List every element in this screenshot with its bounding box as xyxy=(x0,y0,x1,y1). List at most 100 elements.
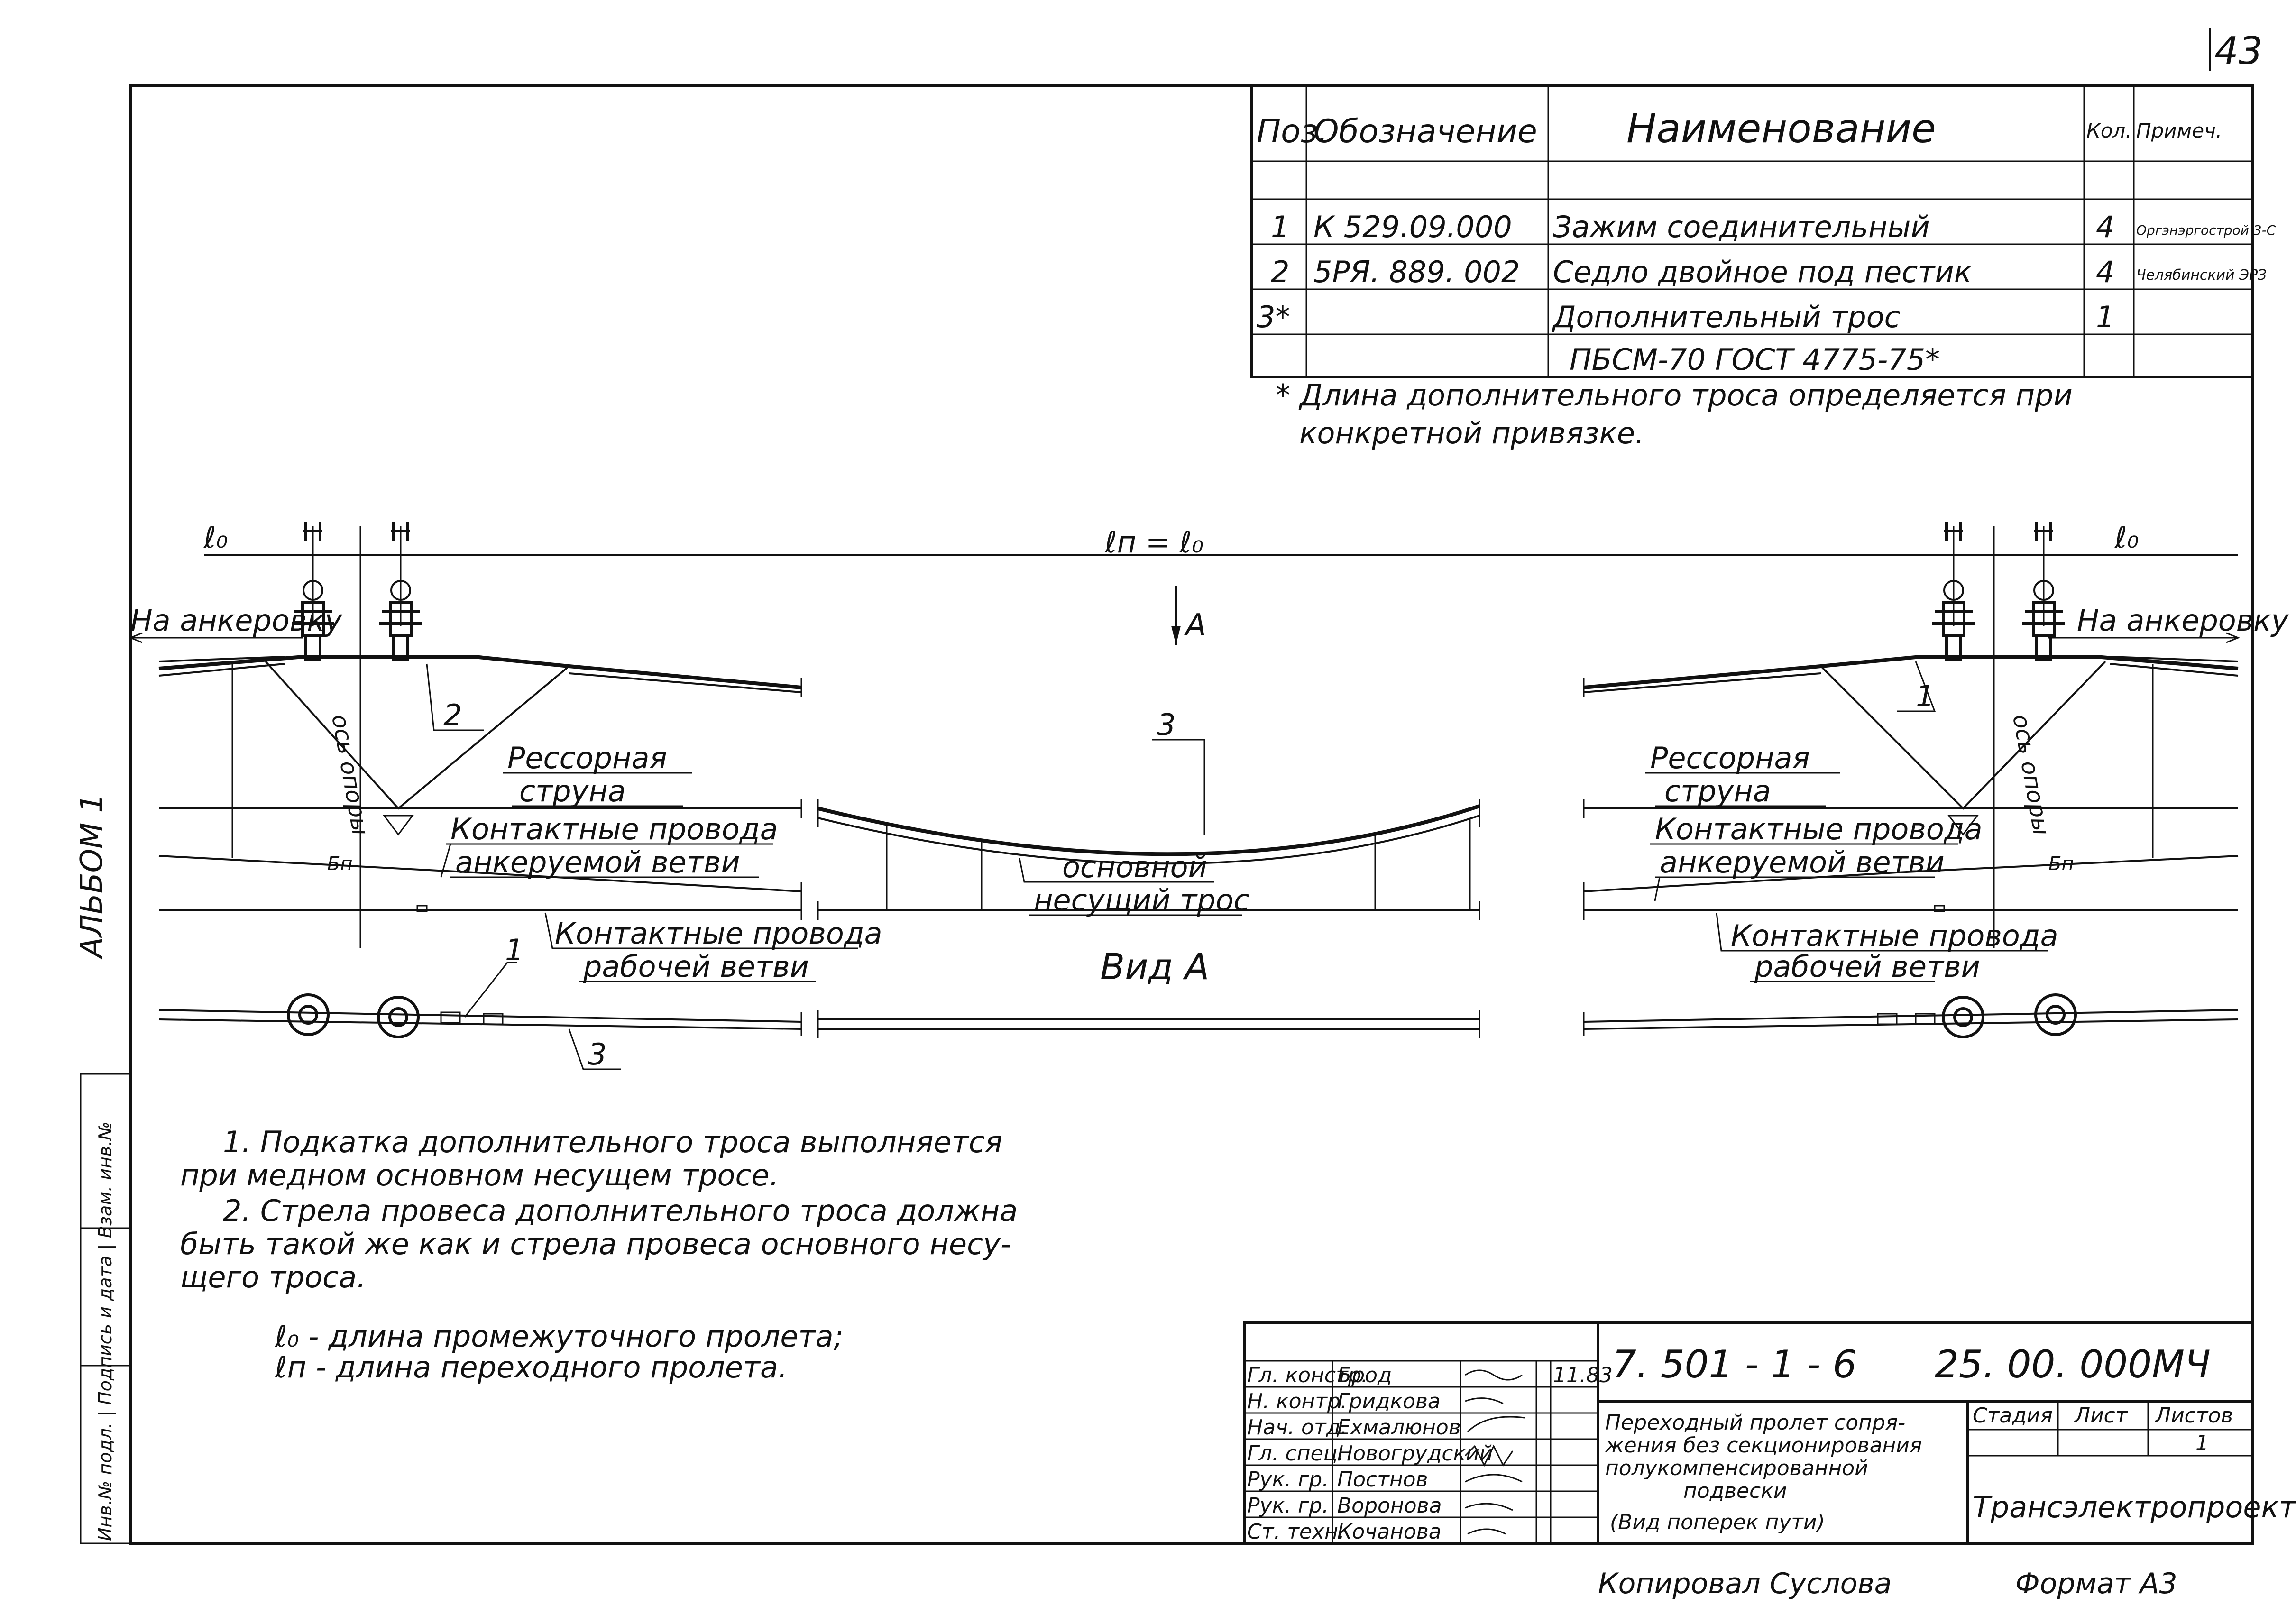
note-line-5: щего троса. xyxy=(180,1260,366,1294)
label-ln-eq: ℓп = ℓ₀ xyxy=(1104,525,1203,560)
tb-name-1: Брод xyxy=(1337,1363,1392,1387)
label-main-cable-1: основной xyxy=(1062,850,1207,884)
tb-name-3: Ехмалюнов xyxy=(1337,1415,1461,1440)
note-line-1: 1. Подкатка дополнительного троса выполн… xyxy=(223,1125,1002,1159)
tb-org: Трансэлектропроект xyxy=(1973,1490,2296,1524)
center-assembly xyxy=(817,799,1480,1038)
view-arrow-label: А xyxy=(1184,608,1206,643)
tb-role-7: Ст. техн. xyxy=(1247,1520,1345,1544)
spec-row1-pos: 1 xyxy=(1271,210,1289,244)
label-main-cable-2: несущий трос xyxy=(1034,883,1250,918)
label-anchor-right: На анкеровку xyxy=(2077,603,2289,638)
spec-row3-name: Дополнительный трос xyxy=(1552,300,1901,334)
spec-row1-name: Зажим соединительный xyxy=(1553,210,1930,244)
note-line-4: быть такой же как и стрела провеса основ… xyxy=(180,1227,1011,1261)
spec-row1-qty: 4 xyxy=(2096,210,2114,244)
footer-format: Формат А3 xyxy=(2015,1567,2177,1600)
label-contact-anchored-left-1: Контактные провода xyxy=(450,812,778,846)
tb-sheet-code: 25. 00. 000МЧ xyxy=(1935,1342,2211,1386)
callout-1-right: 1 xyxy=(1916,679,1934,714)
page-number: 43 xyxy=(2214,29,2263,73)
view-arrow-a: А xyxy=(1171,586,1206,645)
tb-title-2: жения без секционирования xyxy=(1605,1433,1922,1458)
tb-sheets-value: 1 xyxy=(2195,1431,2209,1455)
spec-table: Поз. Обозначение Наименование Кол. Приме… xyxy=(1250,84,2276,378)
callout-3-bottom: 3 xyxy=(588,1037,606,1072)
tb-name-4: Новогрудский xyxy=(1337,1441,1493,1466)
plan-view-right xyxy=(1583,993,2239,1038)
album-label: АЛЬБОМ 1 xyxy=(74,794,110,960)
label-support-axis-right: ось опоры xyxy=(2007,712,2055,837)
left-assembly: Бп 2 1 3 xyxy=(158,522,802,1072)
spec-row3-qty: 1 xyxy=(2096,300,2114,334)
footer-copied: Копировал Суслова xyxy=(1598,1567,1892,1600)
tb-role-4: Гл. спец. xyxy=(1247,1441,1344,1466)
label-contact-working-right-1: Контактные провода xyxy=(1731,918,2058,953)
title-block: Гл. констр. Брод 11.83 Н. контр. Гридков… xyxy=(1243,1321,2296,1545)
callout-2: 2 xyxy=(443,698,462,733)
tb-role-6: Рук. гр. xyxy=(1247,1494,1329,1518)
sheet-frame xyxy=(129,84,2254,1545)
spec-row1-code: К 529.09.000 xyxy=(1313,210,1512,244)
side-stamp-text: Инв.№ подл. | Подпись и дата | Взам. инв… xyxy=(95,1121,116,1541)
insulator-left-1 xyxy=(292,522,334,661)
tb-name-6: Воронова xyxy=(1337,1494,1442,1518)
tb-role-2: Н. контр. xyxy=(1247,1389,1347,1413)
label-contact-anchored-left-2: анкеруемой ветви xyxy=(455,845,740,880)
label-anchor-left: На анкеровку xyxy=(130,603,343,638)
spec-header-pos: Поз. xyxy=(1257,113,1328,150)
label-contact-working-right-2: рабочей ветви xyxy=(1754,949,1980,984)
label-contact-working-left-2: рабочей ветви xyxy=(583,949,809,984)
spec-header-note: Примеч. xyxy=(2136,119,2222,142)
tb-title-3: полукомпенсированной xyxy=(1605,1456,1868,1480)
tb-role-3: Нач. отд. xyxy=(1247,1415,1347,1440)
label-spring-wire-right-2: струна xyxy=(1664,774,1771,808)
spec-header-qty: Кол. xyxy=(2086,119,2132,142)
plan-view-left xyxy=(158,993,802,1038)
note-line-2: при медном основном несущем тросе. xyxy=(180,1158,779,1193)
spec-header-name: Наименование xyxy=(1626,105,1936,152)
label-spring-wire-left-1: Рессорная xyxy=(507,741,667,775)
label-support-axis-left: ось опоры xyxy=(326,712,374,837)
side-stamp: Инв.№ подл. | Подпись и дата | Взам. инв… xyxy=(80,1073,131,1544)
tb-title-5: (Вид поперек пути) xyxy=(1610,1510,1825,1534)
label-l0-left: ℓ₀ xyxy=(203,520,228,555)
spec-footnote-1: * Длина дополнительного троса определяет… xyxy=(1276,378,2073,413)
tb-date: 11.83 xyxy=(1553,1363,1613,1387)
spec-row1-note: Оргэнэргострой 3-С xyxy=(2136,222,2276,238)
label-l0-right: ℓ₀ xyxy=(2114,520,2139,555)
tb-doc-code: 7. 501 - 1 - 6 xyxy=(1612,1342,1857,1386)
label-spring-wire-right-1: Рессорная xyxy=(1650,741,1810,775)
spec-row2-pos: 2 xyxy=(1271,255,1289,289)
callout-1-left: 1 xyxy=(505,933,523,967)
spec-header-code: Обозначение xyxy=(1313,113,1537,150)
tb-title-1: Переходный пролет сопря- xyxy=(1605,1411,1905,1435)
notes: 1. Подкатка дополнительного троса выполн… xyxy=(180,1125,1018,1385)
tb-stage-header: Стадия xyxy=(1973,1404,2053,1428)
tb-sheet-header: Лист xyxy=(2074,1404,2128,1428)
tb-sheets-header: Листов xyxy=(2154,1404,2233,1428)
spec-row2-name: Седло двойное под пестик xyxy=(1553,255,1972,289)
label-fp-left: Бп xyxy=(327,853,353,875)
tb-role-1: Гл. констр. xyxy=(1247,1363,1368,1387)
right-assembly: Бп 1 xyxy=(1583,522,2239,1038)
spec-row2-code: 5РЯ. 889. 002 xyxy=(1313,255,1520,289)
spec-footnote-2: конкретной привязке. xyxy=(1299,416,1644,450)
tb-name-7: Кочанова xyxy=(1337,1520,1442,1544)
note-line-3: 2. Стрела провеса дополнительного троса … xyxy=(223,1193,1018,1228)
definition-line-1: ℓ₀ - длина промежуточного пролета; xyxy=(275,1319,844,1354)
label-contact-anchored-right-2: анкеруемой ветви xyxy=(1660,845,1945,880)
spec-row2-qty: 4 xyxy=(2096,255,2114,289)
definition-line-2: ℓп - длина переходного пролета. xyxy=(275,1350,788,1385)
label-fp-right: Бп xyxy=(2048,853,2074,875)
label-contact-anchored-right-1: Контактные провода xyxy=(1655,812,1983,846)
insulator-right-2 xyxy=(2022,522,2065,661)
tb-title-4: подвески xyxy=(1683,1479,1787,1503)
insulator-right-1 xyxy=(1932,522,1975,661)
insulator-left-2 xyxy=(379,522,422,661)
spec-row4-name: ПБСМ-70 ГОСТ 4775-75* xyxy=(1570,342,1940,377)
spec-row3-pos: 3* xyxy=(1257,300,1290,334)
tb-name-5: Постнов xyxy=(1337,1468,1428,1492)
tb-name-2: Гридкова xyxy=(1337,1389,1441,1413)
